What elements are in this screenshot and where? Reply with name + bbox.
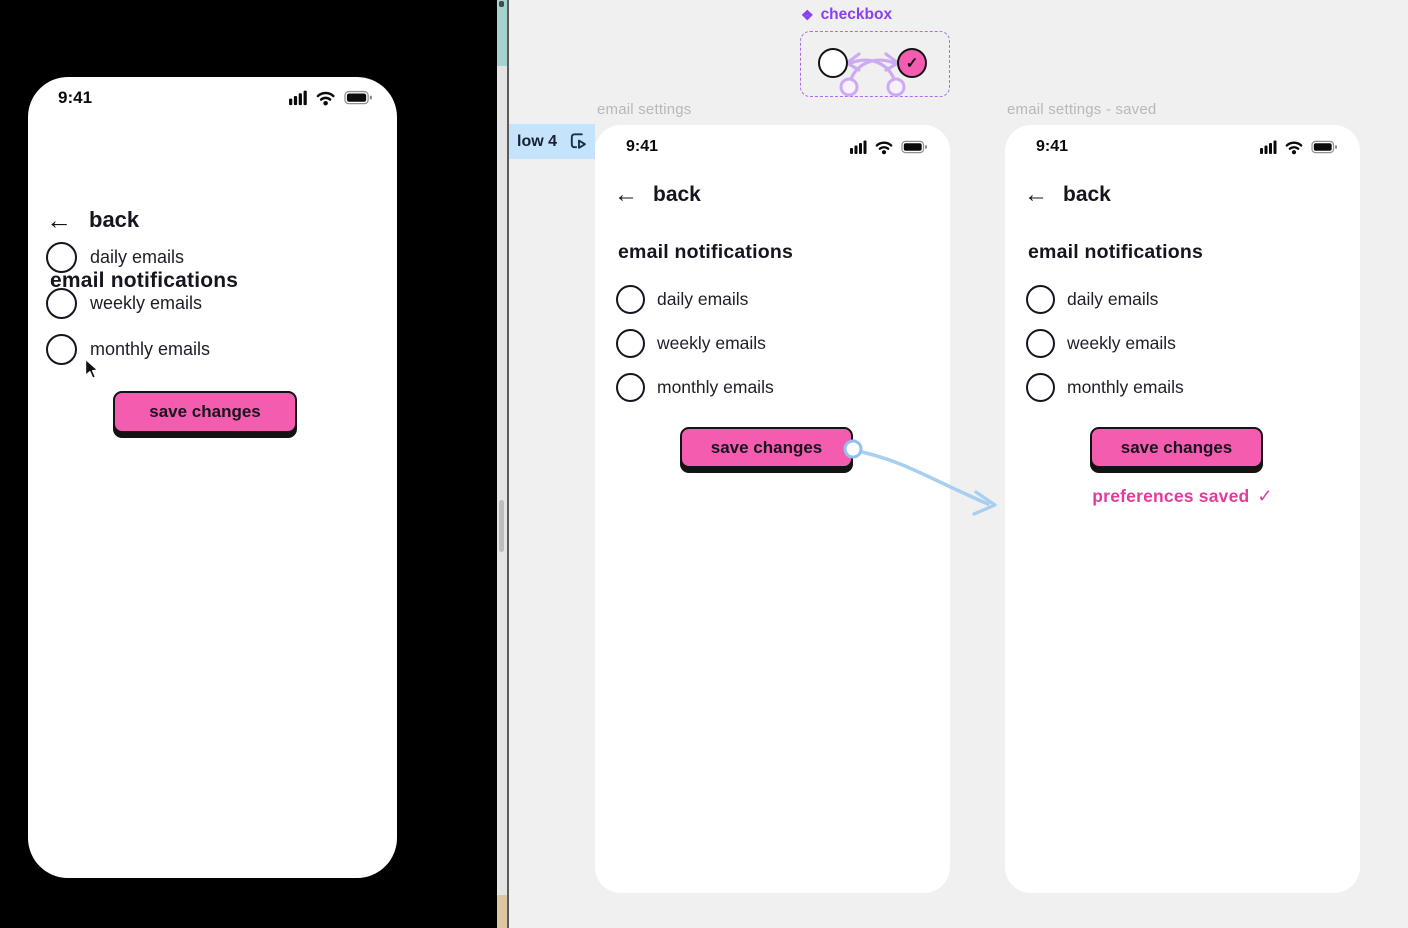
- radio-option-weekly[interactable]: weekly emails: [616, 329, 766, 358]
- back-button[interactable]: ← back: [46, 207, 139, 233]
- back-label: back: [653, 183, 701, 206]
- radio-circle[interactable]: [46, 334, 77, 365]
- status-icons-svg: [850, 140, 927, 155]
- check-icon: ✓: [1257, 486, 1273, 506]
- component-name: checkbox: [820, 6, 893, 23]
- back-button[interactable]: ← back: [614, 183, 701, 207]
- back-arrow-icon: ←: [614, 181, 638, 208]
- radio-option-monthly[interactable]: monthly emails: [46, 334, 210, 365]
- background-window-strip: [497, 0, 507, 928]
- radio-option-monthly[interactable]: monthly emails: [616, 373, 774, 402]
- back-arrow-icon: ←: [1024, 181, 1048, 208]
- back-button[interactable]: ← back: [1024, 183, 1111, 207]
- wifi-icon: [875, 141, 893, 155]
- radio-circle[interactable]: [616, 373, 645, 402]
- radio-label: daily emails: [90, 247, 185, 267]
- status-icons: [289, 89, 373, 106]
- canvas-edge-divider: [507, 0, 509, 928]
- page-title: email notifications: [50, 269, 239, 292]
- radio-option-daily[interactable]: daily emails: [616, 285, 748, 314]
- radio-label: monthly emails: [657, 377, 774, 397]
- page-title: email notifications: [618, 241, 793, 263]
- flow-play-icon[interactable]: [568, 131, 589, 152]
- radio-circle[interactable]: [1026, 329, 1055, 358]
- check-icon: ✓: [905, 55, 919, 72]
- cellular-icon: [1260, 140, 1277, 154]
- cellular-icon: [850, 140, 867, 154]
- battery-icon: [344, 90, 372, 105]
- radio-label: weekly emails: [657, 333, 766, 353]
- wifi-icon: [1285, 141, 1303, 155]
- status-icons: [1260, 139, 1338, 155]
- radio-circle[interactable]: [616, 285, 645, 314]
- radio-label: daily emails: [657, 289, 749, 309]
- radio-circle[interactable]: [46, 242, 77, 273]
- radio-option-daily[interactable]: daily emails: [46, 242, 184, 273]
- status-time: 9:41: [1036, 138, 1069, 155]
- back-label: back: [1063, 183, 1111, 206]
- radio-label: monthly emails: [90, 339, 211, 359]
- radio-circle[interactable]: [616, 329, 645, 358]
- frame-email-settings: 9:41 ← back email notifications daily em…: [595, 125, 950, 893]
- preview-phone: 9:41 ← back: [28, 77, 397, 878]
- presentation-background: 9:41 ← back: [0, 0, 497, 928]
- save-changes-button[interactable]: save changes: [1090, 427, 1263, 468]
- back-arrow-icon: ←: [46, 205, 72, 235]
- status-time: 9:41: [626, 138, 659, 155]
- status-icons: [850, 139, 928, 155]
- radio-option-weekly[interactable]: weekly emails: [1026, 329, 1176, 358]
- flow-start-badge[interactable]: low 4: [509, 124, 595, 159]
- strip-beige-segment: [497, 895, 507, 928]
- radio-option-monthly[interactable]: monthly emails: [1026, 373, 1184, 402]
- radio-circle[interactable]: [1026, 285, 1055, 314]
- component-icon: ❖: [801, 7, 814, 23]
- radio-label: weekly emails: [90, 293, 203, 313]
- radio-circle[interactable]: [1026, 373, 1055, 402]
- checkbox-component-frame: ✓: [800, 31, 950, 97]
- radio-label: weekly emails: [1067, 333, 1176, 353]
- status-icons-svg: [289, 90, 372, 106]
- saved-note-label: preferences saved: [1092, 486, 1250, 506]
- battery-icon: [1311, 140, 1337, 154]
- checkbox-variant-unchecked[interactable]: [818, 48, 848, 78]
- frame-email-settings-saved: 9:41 ← back email notifications daily em…: [1005, 125, 1360, 893]
- wifi-icon: [316, 91, 335, 106]
- page-title: email notifications: [1028, 241, 1203, 263]
- radio-label: daily emails: [1067, 289, 1159, 309]
- strip-dot: [499, 1, 504, 7]
- save-changes-button[interactable]: save changes: [113, 391, 297, 433]
- status-icons-svg: [1260, 140, 1337, 155]
- scrollbar-thumb[interactable]: [499, 500, 504, 552]
- battery-icon: [901, 140, 927, 154]
- strip-teal-segment: [497, 0, 507, 66]
- status-time: 9:41: [58, 88, 93, 107]
- radio-label: monthly emails: [1067, 377, 1184, 397]
- cellular-icon: [289, 90, 307, 106]
- radio-option-daily[interactable]: daily emails: [1026, 285, 1158, 314]
- radio-circle[interactable]: [46, 288, 77, 319]
- checkbox-variant-checked[interactable]: ✓: [897, 48, 927, 78]
- save-changes-button[interactable]: save changes: [680, 427, 853, 468]
- frame-title-email-settings-saved[interactable]: email settings - saved: [1007, 101, 1157, 118]
- radio-option-weekly[interactable]: weekly emails: [46, 288, 202, 319]
- mouse-cursor-icon: [84, 358, 99, 380]
- component-header[interactable]: ❖ checkbox: [801, 6, 892, 24]
- frame-title-email-settings[interactable]: email settings: [597, 101, 692, 118]
- flow-badge-label: low 4: [517, 132, 558, 150]
- back-label: back: [89, 207, 140, 232]
- preferences-saved-text: preferences saved ✓: [1005, 486, 1360, 507]
